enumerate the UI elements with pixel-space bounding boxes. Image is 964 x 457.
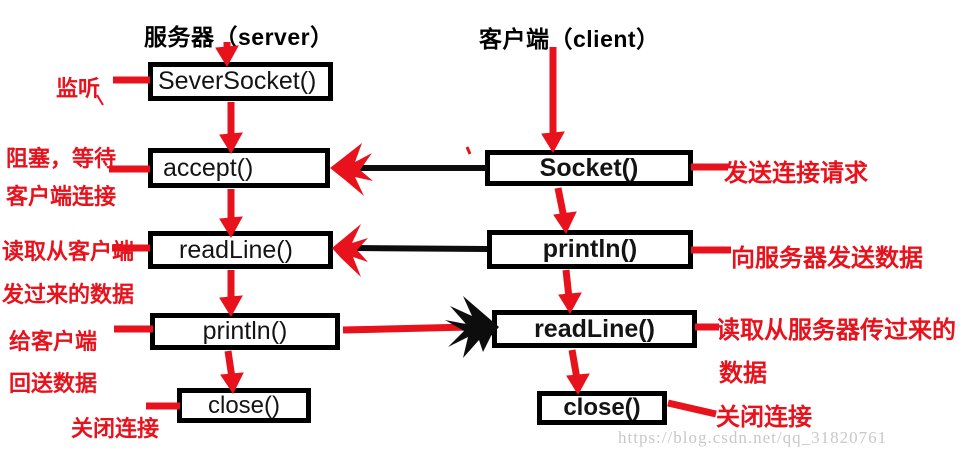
client-column-title: 客户端（client） (479, 26, 660, 52)
link-println-to-readline-server (351, 245, 488, 252)
red-scribble-arrowhead-readline (332, 224, 368, 277)
red-scribble-arrowhead-accept (330, 143, 373, 196)
stray-mark-near-socket (465, 146, 472, 155)
client-socket-label: Socket() (539, 153, 639, 182)
server-column-title: 服务器（server） (144, 24, 334, 50)
server-serversocket-box: SeverSocket() (148, 62, 333, 101)
note-reply-line2: 回送数据 (9, 371, 98, 396)
note-reply-line1: 给客户端 (9, 329, 98, 354)
note-read-client-line2: 发过来的数据 (2, 282, 135, 307)
note-server-close: 关闭连接 (71, 416, 160, 441)
line-close-to-closenote-client (667, 399, 717, 418)
csdn-watermark: https://blog.csdn.net/qq_31820761 (618, 428, 888, 447)
note-read-server-line1: 读取从服务器传过来的 (716, 317, 956, 344)
server-accept-label: accept() (163, 153, 254, 182)
server-accept-box: accept() (148, 148, 330, 188)
arrow-readline-to-println (219, 270, 243, 317)
server-readline-box: readLine() (148, 231, 333, 269)
arrow-accept-to-readline (219, 189, 243, 238)
arrow-println-to-close-server (220, 350, 244, 394)
server-println-label: println() (202, 317, 288, 345)
client-close-box: close() (537, 391, 667, 425)
note-connect-request: 发送连接请求 (724, 160, 868, 187)
note-read-client-line1: 读取从客户端 (2, 239, 135, 264)
link-println-server-to-readline-client (342, 323, 471, 334)
black-brush-arrowhead-readline-client (445, 296, 499, 358)
client-socket-box: Socket() (485, 150, 693, 186)
note-listen: 监听 (56, 76, 101, 101)
server-readline-label: readLine() (179, 235, 293, 264)
client-readline-box: readLine() (492, 310, 697, 348)
arrow-println-to-readline-client (558, 269, 582, 314)
server-serversocket-label: SeverSocket() (158, 67, 317, 95)
client-println-box: println() (487, 230, 693, 269)
arrow-serversocket-to-accept (219, 102, 243, 154)
note-block-line1: 阻塞，等待 (6, 146, 117, 171)
server-close-box: close() (177, 388, 311, 423)
server-close-label: close() (207, 391, 280, 419)
client-readline-label: readLine() (534, 314, 655, 343)
arrow-clienttitle-to-socket (541, 47, 565, 153)
server-println-box: println() (150, 313, 340, 350)
note-client-close: 关闭连接 (716, 404, 812, 431)
note-send-data: 向服务器发送数据 (731, 245, 923, 272)
client-close-label: close() (563, 394, 641, 421)
arrow-socket-to-println (553, 187, 577, 235)
note-read-server-line2: 数据 (719, 360, 767, 387)
client-println-label: println() (542, 235, 638, 263)
arrow-readline-to-close-client (566, 349, 590, 395)
note-block-line2: 客户端连接 (6, 184, 117, 209)
